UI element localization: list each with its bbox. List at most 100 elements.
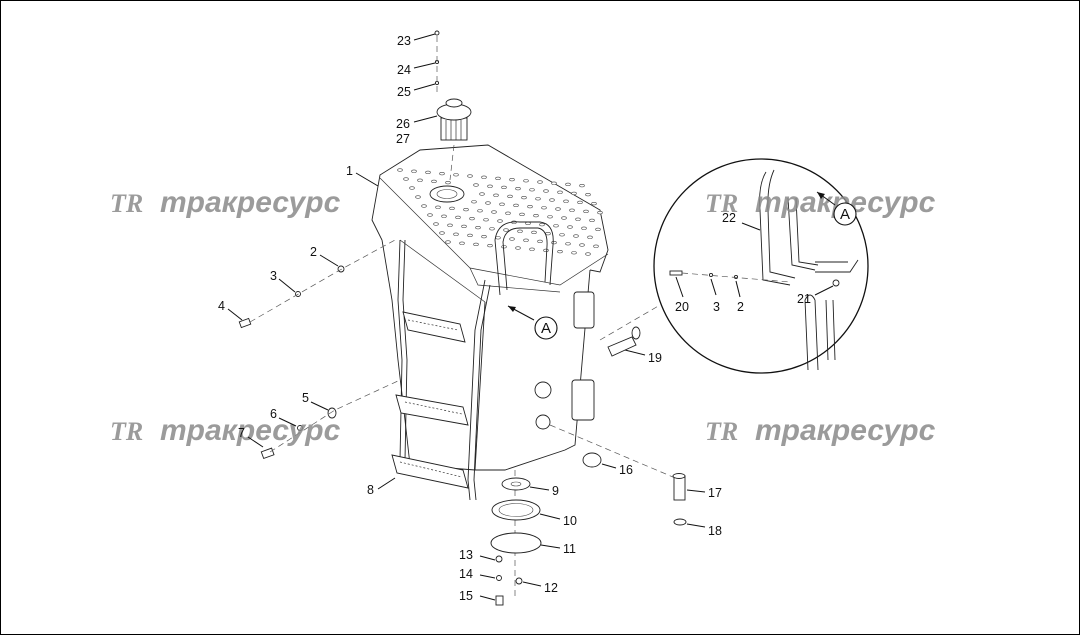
perforation-hole [453,232,459,236]
callout-13: 13 [459,548,473,562]
perforation-hole [397,168,403,172]
filler-cap-assembly [434,30,472,181]
bolt-15 [495,595,504,606]
step-upper [402,311,466,343]
perforation-hole [441,214,447,218]
perforation-hole [569,208,575,212]
perforation-hole [555,207,561,211]
perforation-hole [523,238,529,242]
perforation-hole [415,195,421,199]
perforation-hole [585,252,591,256]
perforation-hole [559,233,565,237]
perforation-hole [507,194,513,198]
perforation-hole [585,193,591,197]
perforation-hole [517,229,523,233]
perforation-hole [495,236,501,240]
lower-bracket [571,379,595,421]
perforation-hole [549,198,555,202]
perforation-hole [557,250,563,254]
perforation-hole [489,227,495,231]
perforation-hole [589,218,595,222]
perforation-hole [467,174,473,178]
perforation-hole [501,245,507,249]
perforation-hole [529,188,535,192]
detail-marker-circle: A [816,191,857,226]
perforation-hole [577,200,583,204]
perforation-hole [545,232,551,236]
perforation-hole [509,178,515,182]
callout-5: 5 [302,391,309,405]
pin-17 [673,475,686,501]
perforation-hole [553,224,559,228]
perforation-hole [445,181,451,185]
perforation-hole [461,224,467,228]
watermark-text: тракресурс [160,186,341,219]
perforation-hole [581,226,587,230]
ring-18 [673,518,687,526]
perforation-hole [563,199,569,203]
bolt-7 [260,447,275,460]
callout-15: 15 [459,589,473,603]
perforation-hole [561,216,567,220]
perforation-hole [547,215,553,219]
watermark-logo: TR [705,189,738,218]
perforation-hole [477,209,483,213]
perforation-hole [595,227,601,231]
callout-25: 25 [397,85,411,99]
perforation-hole [579,243,585,247]
perforation-hole [527,205,533,209]
bolt-4 [238,317,252,329]
perforation-hole [535,197,541,201]
perforation-hole [449,206,455,210]
watermark-logo: TR [110,189,143,218]
right-parts [549,304,687,526]
perforation-hole [575,217,581,221]
perforation-hole [447,223,453,227]
perforation-hole [565,182,571,186]
perforation-hole [471,200,477,204]
perforation-hole [481,235,487,239]
perforation-hole [467,233,473,237]
drain-cover-assembly [490,470,542,606]
perforation-hole [445,240,451,244]
callout-23: 23 [397,34,411,48]
perforation-hole [537,239,543,243]
detail-marker-label: A [840,206,850,223]
perforation-hole [539,223,545,227]
bolt-20 [669,270,683,276]
callout-8: 8 [367,483,374,497]
detail-marker-label: A [541,320,551,337]
perforation-hole [593,244,599,248]
perforation-hole [551,181,557,185]
perforation-hole [579,184,585,188]
cover-plate-11 [490,532,542,554]
perforation-hole [525,221,531,225]
perforation-hole [479,192,485,196]
tank-body [371,144,609,471]
watermark-logo: TR [110,417,143,446]
perforation-hole [459,241,465,245]
perforation-hole [551,241,557,245]
step-middle [395,394,469,426]
perforation-hole [565,242,571,246]
callout-26: 26 [396,117,410,131]
perforation-hole [497,219,503,223]
plug-16 [582,452,602,468]
pin-19 [607,336,637,357]
perforation-hole [431,179,437,183]
perforation-hole [499,202,505,206]
callout-4: 4 [218,299,225,313]
washer-6 [297,425,303,431]
port-upper [534,381,552,399]
nut-12 [515,577,523,585]
perforation-hole [523,179,529,183]
perforation-hole [439,172,445,176]
callout-21: 21 [797,292,811,306]
handrail-assembly [397,221,554,501]
step-ladder [391,311,469,489]
callout-6: 6 [270,407,277,421]
callout-11: 11 [563,542,576,556]
left-fasteners [238,239,401,460]
perforation-hole [481,175,487,179]
